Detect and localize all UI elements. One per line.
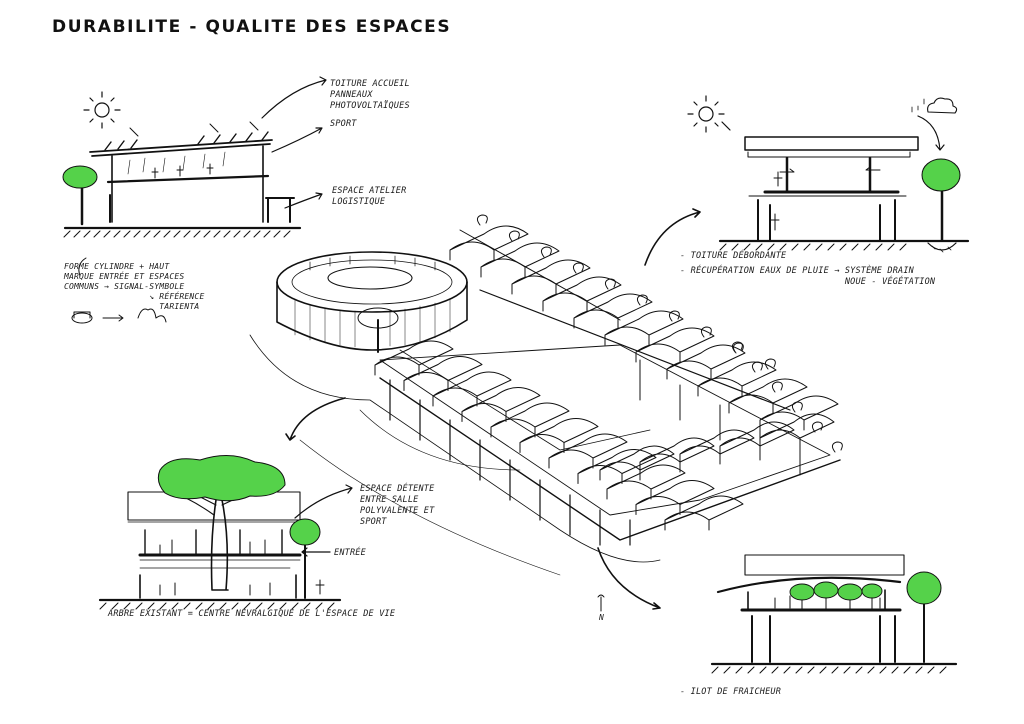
- vault-roof: [759, 413, 835, 449]
- section-top-right: [644, 95, 970, 266]
- section-bottom-right: [710, 554, 958, 674]
- cylinder-roof: [276, 251, 468, 313]
- vault-roof: [606, 464, 686, 500]
- note-existing-tree: Arbre existant = centre névralgique de l…: [108, 609, 396, 619]
- section-bottom-left: [98, 455, 353, 610]
- note-roof-reception: Toiture accueil panneaux photovoltaïques: [330, 79, 410, 111]
- tree-symbol: [604, 278, 616, 290]
- tree-symbol: [508, 230, 520, 242]
- tree-symbol: [700, 326, 712, 338]
- note-rainwater: - Récupération eaux de pluie → système d…: [680, 266, 936, 287]
- vault-roof: [728, 378, 808, 414]
- note-workshop: Espace atelier logistique: [332, 186, 407, 207]
- vault-roof: [635, 327, 715, 363]
- vault-roof: [519, 418, 599, 453]
- tree-foliage: [289, 518, 321, 546]
- vault-roof: [577, 449, 657, 484]
- vault-roof: [666, 344, 746, 380]
- vault-roof: [480, 242, 560, 278]
- north-arrow: [597, 594, 605, 612]
- vault-roof: [461, 387, 541, 422]
- tree-foliage: [789, 583, 815, 601]
- tree-symbol: [572, 262, 584, 274]
- vault-roof: [542, 276, 622, 312]
- tree-symbol: [751, 361, 763, 373]
- tree-symbol: [540, 246, 552, 258]
- note-cylinder: forme cylindre + haut marque entrée et e…: [64, 262, 205, 311]
- tree-foliage: [813, 581, 839, 599]
- vault-roof: [432, 371, 512, 407]
- tree-symbol: [811, 421, 823, 433]
- tree-symbol: [636, 294, 648, 306]
- vault-roofs: [374, 214, 843, 531]
- vault-roof: [490, 402, 570, 438]
- vault-roof: [403, 356, 483, 391]
- tree-symbol: [764, 358, 776, 370]
- page-title: DURABILITE - QUALITE DES ESPACES: [52, 17, 452, 37]
- vault-roof: [573, 293, 653, 329]
- section-top-left: [62, 76, 327, 324]
- tree-foliage: [157, 455, 286, 502]
- north-label: N: [599, 613, 605, 622]
- vault-roof: [759, 395, 839, 431]
- tree-foliage: [906, 571, 942, 605]
- note-sport: sport: [330, 119, 357, 129]
- tree-symbol: [831, 441, 843, 453]
- sun-icon: [83, 91, 121, 129]
- tree-foliage: [62, 165, 98, 189]
- vault-roof: [511, 259, 591, 295]
- tree-symbol: [476, 214, 488, 226]
- vault-roof: [664, 495, 744, 531]
- tree-foliage: [921, 158, 961, 192]
- tree-symbol: [732, 342, 744, 354]
- tree-symbol: [771, 381, 783, 393]
- tree-foliage: [861, 583, 883, 599]
- note-overhang-roof: - Toiture débordante: [680, 251, 787, 261]
- cloud-icon: [911, 97, 958, 114]
- vault-roof: [449, 225, 529, 261]
- note-entrance: entrée: [334, 548, 366, 558]
- tree-symbol: [668, 310, 680, 322]
- vault-roof: [604, 310, 684, 346]
- sun-icon: [687, 95, 725, 133]
- tree-symbol: [791, 401, 803, 413]
- tree-foliage: [837, 583, 863, 601]
- note-relax-space: Espace détente entre salle polyvalente e…: [360, 484, 435, 527]
- note-cool-island: - Ilot de fraicheur: [680, 687, 782, 697]
- tree-symbol: [731, 341, 743, 353]
- vault-roof: [697, 361, 777, 397]
